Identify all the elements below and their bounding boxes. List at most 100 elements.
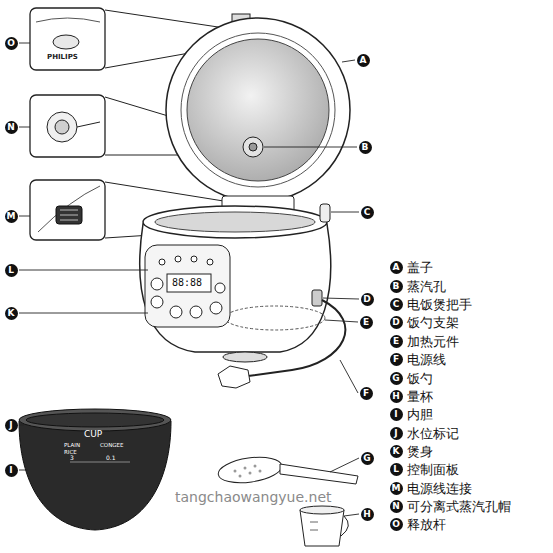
callout-marker: A xyxy=(357,54,370,67)
part-name: 控制面板 xyxy=(407,462,459,477)
leader-line xyxy=(19,216,30,217)
cord-socket xyxy=(56,206,82,224)
legend-entry: L 控制面板 xyxy=(390,462,459,477)
callout-letter: B xyxy=(390,280,403,293)
printed-marking: CUP xyxy=(84,430,102,440)
legend-entry: F电源线 xyxy=(390,352,446,367)
callout-marker: J xyxy=(5,419,18,432)
callout-letter: N xyxy=(390,500,403,513)
callout-letter: L xyxy=(390,463,403,476)
legend-entry: E 加热元件 xyxy=(390,334,459,349)
leader-line xyxy=(330,458,359,472)
callout-letter: H xyxy=(361,508,374,521)
part-name: 电饭煲把手 xyxy=(407,297,472,312)
cooker-handle xyxy=(320,204,330,222)
cord xyxy=(248,300,345,376)
leader-line xyxy=(19,127,30,128)
legend-entry: G 饭勺 xyxy=(390,371,433,386)
legend-entry: H量杯 xyxy=(390,389,433,404)
leader-line xyxy=(19,425,24,426)
part-name: 可分离式蒸汽孔帽 xyxy=(407,499,511,514)
callout-letter: F xyxy=(360,387,373,400)
callout-marker: C xyxy=(361,206,374,219)
steam-vent-hole xyxy=(249,143,257,151)
part-name: 电源线连接 xyxy=(407,481,472,496)
callout-marker: K xyxy=(5,307,18,320)
leader-line xyxy=(323,298,359,299)
part-name: 蒸汽孔 xyxy=(407,279,446,294)
callout-letter: D xyxy=(390,316,403,329)
detail-box xyxy=(30,180,105,240)
spoon-handle xyxy=(280,464,358,484)
callout-letter: A xyxy=(390,261,403,274)
panel-button xyxy=(190,306,202,318)
part-name: 释放杆 xyxy=(407,517,446,532)
callout-letter: M xyxy=(5,210,18,223)
part-name: 饭勺支架 xyxy=(407,315,459,330)
cup-body xyxy=(300,510,344,546)
legend-entry: N 可分离式蒸汽孔帽 xyxy=(390,499,511,514)
leader-line xyxy=(264,147,357,148)
legend-entry: I内胆 xyxy=(390,407,433,422)
callout-letter: G xyxy=(361,452,374,465)
water-mark-line xyxy=(70,462,130,463)
release-button xyxy=(53,35,79,49)
leader-lines xyxy=(19,43,359,516)
spoon-holes xyxy=(234,465,262,478)
callout-letter: I xyxy=(390,408,403,421)
callout-marker: B xyxy=(359,141,372,154)
legend-entry: M电源线连接 xyxy=(390,481,472,496)
panel-button xyxy=(215,283,225,293)
leader-line xyxy=(342,60,355,62)
callout-letter: O xyxy=(390,518,403,531)
panel-button xyxy=(151,296,163,308)
vent-arrow xyxy=(77,122,100,127)
legend-entry: C电饭煲把手 xyxy=(390,297,472,312)
leader-line xyxy=(19,270,148,271)
leader-line xyxy=(344,514,359,516)
rim-opening xyxy=(155,212,315,232)
callout-letter: E xyxy=(360,316,373,329)
callout-letter: B xyxy=(359,141,372,154)
part-name: 电源线 xyxy=(407,352,446,367)
indicator xyxy=(175,256,181,262)
callout-marker: F xyxy=(360,387,373,400)
cup-marks xyxy=(310,522,318,530)
pot-rim xyxy=(19,409,171,431)
cup-rim xyxy=(300,506,344,514)
callout-letter: E xyxy=(390,335,403,348)
watermark: tangchaowangyue.net xyxy=(175,490,332,505)
callout-letter: J xyxy=(390,427,403,440)
power-cord xyxy=(218,300,345,388)
printed-marking: 3 xyxy=(70,455,74,462)
callout-marker: D xyxy=(361,293,374,306)
plug xyxy=(218,366,250,388)
callout-marker: M xyxy=(5,210,18,223)
callout-letter: J xyxy=(5,419,18,432)
part-name: 饭勺 xyxy=(407,371,433,386)
panel-button xyxy=(170,306,182,318)
cooker-body xyxy=(140,204,331,362)
legend-entry: B 蒸汽孔 xyxy=(390,279,446,294)
detail-box xyxy=(30,8,105,70)
callout-letter: D xyxy=(361,293,374,306)
legend-entry: O 释放杆 xyxy=(390,517,446,532)
leader-line xyxy=(19,313,148,314)
lid xyxy=(166,14,350,212)
leader-line xyxy=(331,212,359,213)
part-name: 量杯 xyxy=(407,389,433,404)
spoon-holder xyxy=(312,290,322,306)
cup-handle xyxy=(341,516,348,536)
leader-line xyxy=(19,43,30,44)
callout-marker: G xyxy=(361,452,374,465)
part-name: 加热元件 xyxy=(407,334,459,349)
indicator xyxy=(191,256,197,262)
control-panel xyxy=(145,245,230,327)
callout-letter: G xyxy=(390,372,403,385)
steam-vent xyxy=(243,137,263,157)
legend-entry: J水位标记 xyxy=(390,426,459,441)
callout-letter: K xyxy=(390,445,403,458)
leader-line xyxy=(340,360,358,393)
